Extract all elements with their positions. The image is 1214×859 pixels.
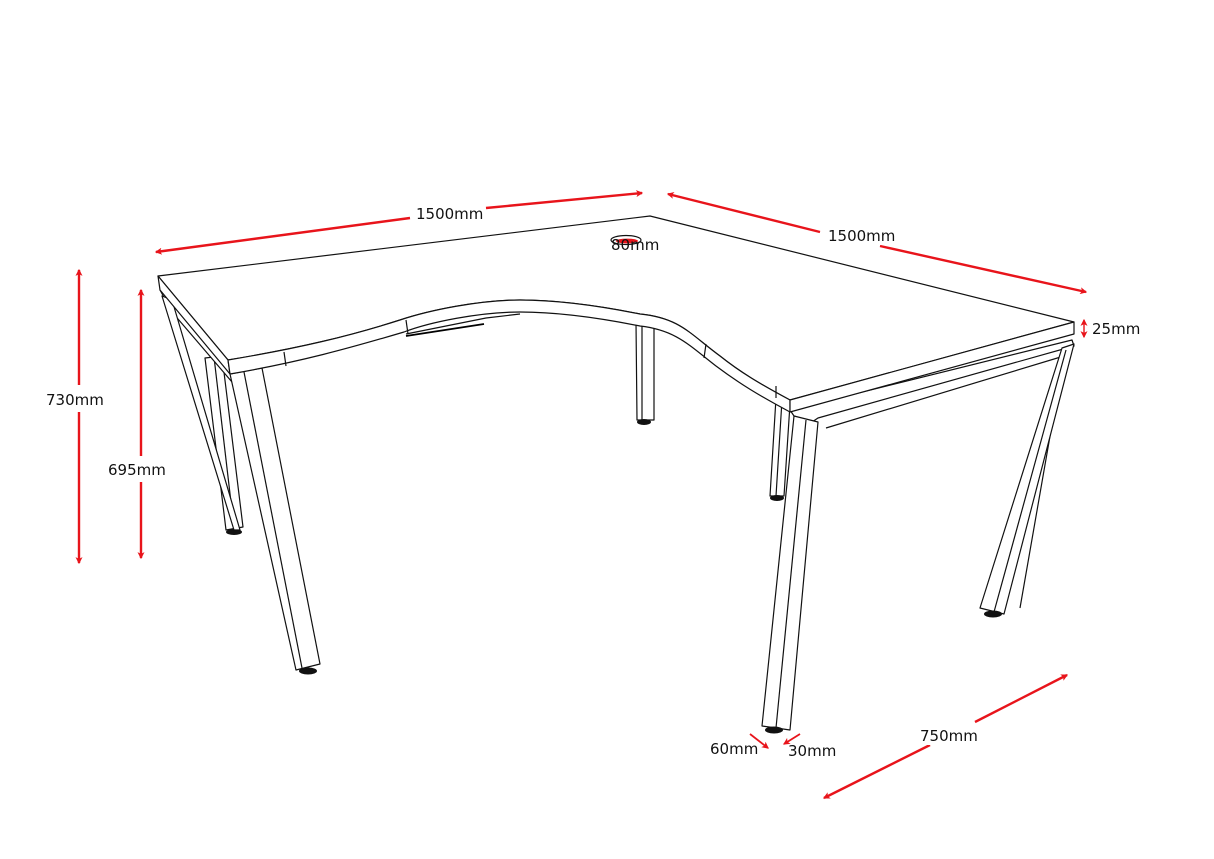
middle-back-leg (635, 321, 655, 425)
desktop (157, 215, 1075, 413)
dim-return-depth: 750mm (918, 727, 980, 745)
dim-frame-height: 695mm (106, 461, 168, 479)
dim-leg-width: 30mm (788, 742, 837, 760)
dim-leg-depth: 60mm (710, 740, 759, 758)
dim-left-top-width: 1500mm (414, 205, 486, 223)
dim-grommet-diameter: 80mm (611, 236, 660, 254)
dim-overall-height: 730mm (44, 391, 106, 409)
dimension-arrows (75, 190, 1088, 800)
left-under-rail (405, 313, 521, 337)
right-end-frame (761, 339, 1075, 734)
cable-grommet (610, 234, 642, 246)
dim-right-top-width: 1500mm (826, 227, 898, 245)
dim-top-thickness: 25mm (1090, 320, 1143, 338)
